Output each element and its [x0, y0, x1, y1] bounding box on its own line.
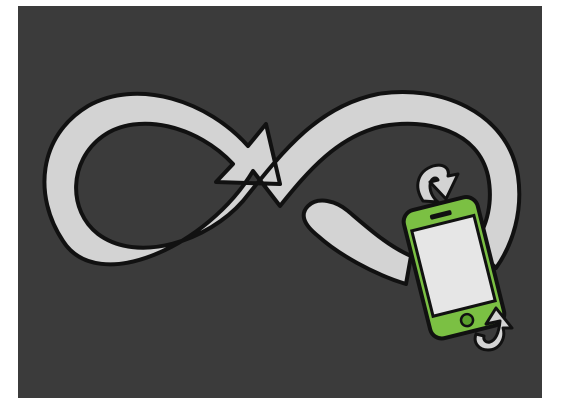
- illustration-canvas: [18, 6, 542, 398]
- illustration-svg: [18, 6, 542, 398]
- phone-home-button: [460, 313, 475, 328]
